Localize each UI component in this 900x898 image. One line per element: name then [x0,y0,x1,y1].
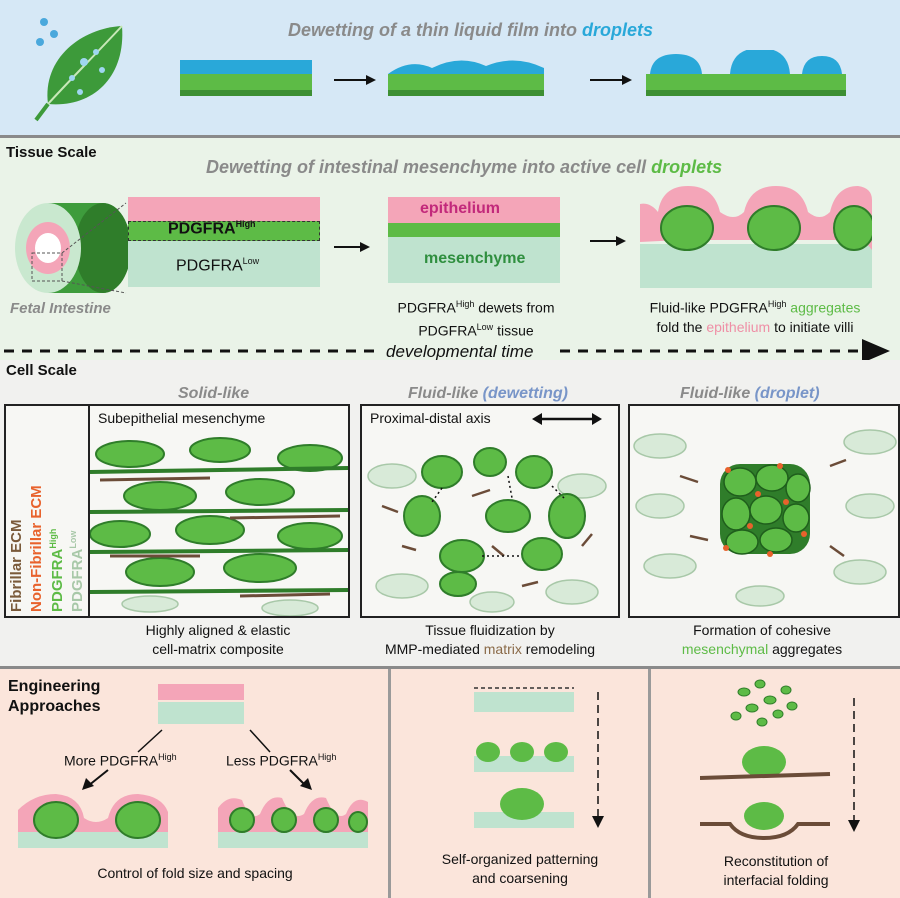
more-pdgfra-label: More PDGFRAHigh [64,752,177,769]
less-pdgfra-label: Less PDGFRAHigh [226,752,337,769]
pdgfra-high-label: PDGFRAHigh [168,219,256,238]
mesenchyme-layer [388,237,560,283]
epithelium-label: epithelium [420,200,501,217]
legend-pdgfra-low: PDGFRALow [68,530,86,612]
stage2-caption: PDGFRAHigh dewets from PDGFRALow tissue [397,299,555,339]
mesenchyme-layer [158,702,244,724]
aligned-cells-diagram [90,437,348,616]
stage3-caption: Fluid-like PDGFRAHigh aggregates fold th… [649,299,861,335]
pdgfra-high-layer [128,221,320,241]
fluid-dewetting-caption: Tissue fluidization by MMP-mediated matr… [384,622,596,657]
proximal-distal-axis-label: Proximal-distal axis [370,410,491,426]
legend-fibrillar-ecm: Fibrillar ECM [8,519,25,612]
arrow-icon [590,236,626,246]
arrow-icon [334,242,370,252]
divider [388,669,391,898]
fetal-intestine-icon [15,202,131,294]
double-arrow-icon [532,413,602,425]
pdgfra-low-label: PDGFRALow [176,256,260,275]
divider [0,135,900,138]
physics-title: Dewetting of a thin liquid film into dro… [288,20,653,40]
cell-legend [4,404,90,618]
subepithelial-mesenchyme-label: Subepithelial mesenchyme [98,410,266,426]
cell-scale-label: Cell Scale [6,362,77,379]
fluid-dewetting-title: Fluid-like (dewetting) [408,385,568,402]
solid-like-title: Solid-like [178,385,250,402]
developmental-time-arrow [4,339,890,363]
villi-fold-diagram [640,186,872,288]
epithelium-layer [158,684,244,700]
small-folds-diagram [218,797,368,848]
pdgfra-low-layer [128,241,320,287]
fluidized-cells-diagram [367,447,607,613]
fluid-droplet-caption: Formation of cohesive mesenchymal aggreg… [681,622,843,657]
fluid-dewetting-box [360,404,620,618]
tissue-title: Dewetting of intestinal mesenchyme into … [206,157,723,177]
fold-control-caption: Control of fold size and spacing [97,865,293,881]
film-dewetting-diagram [180,50,846,96]
divider [0,666,900,669]
large-folds-diagram [18,794,168,848]
epithelium-layer [128,197,320,221]
fetal-intestine-label: Fetal Intestine [10,300,111,317]
dewetting-high-layer [388,223,560,237]
coarsening-diagram [474,687,604,828]
fluid-droplet-title: Fluid-like (droplet) [680,385,820,402]
legend-nonfibrillar-ecm: Non-Fibrillar ECM [28,485,45,612]
epithelium-layer [388,197,560,223]
tissue-scale-label: Tissue Scale [6,144,97,161]
reconstitution-diagram [700,679,860,841]
cell-aggregate-diagram [633,429,897,607]
solid-like-box [88,404,350,618]
mesenchyme-label: mesenchyme [424,250,526,267]
branch-arrows [82,729,312,790]
legend-pdgfra-high: PDGFRAHigh [48,528,66,612]
leaf-icon [34,18,123,122]
divider [648,669,651,898]
developmental-time-label: developmental time [386,342,534,361]
fluid-droplet-box [628,404,900,618]
